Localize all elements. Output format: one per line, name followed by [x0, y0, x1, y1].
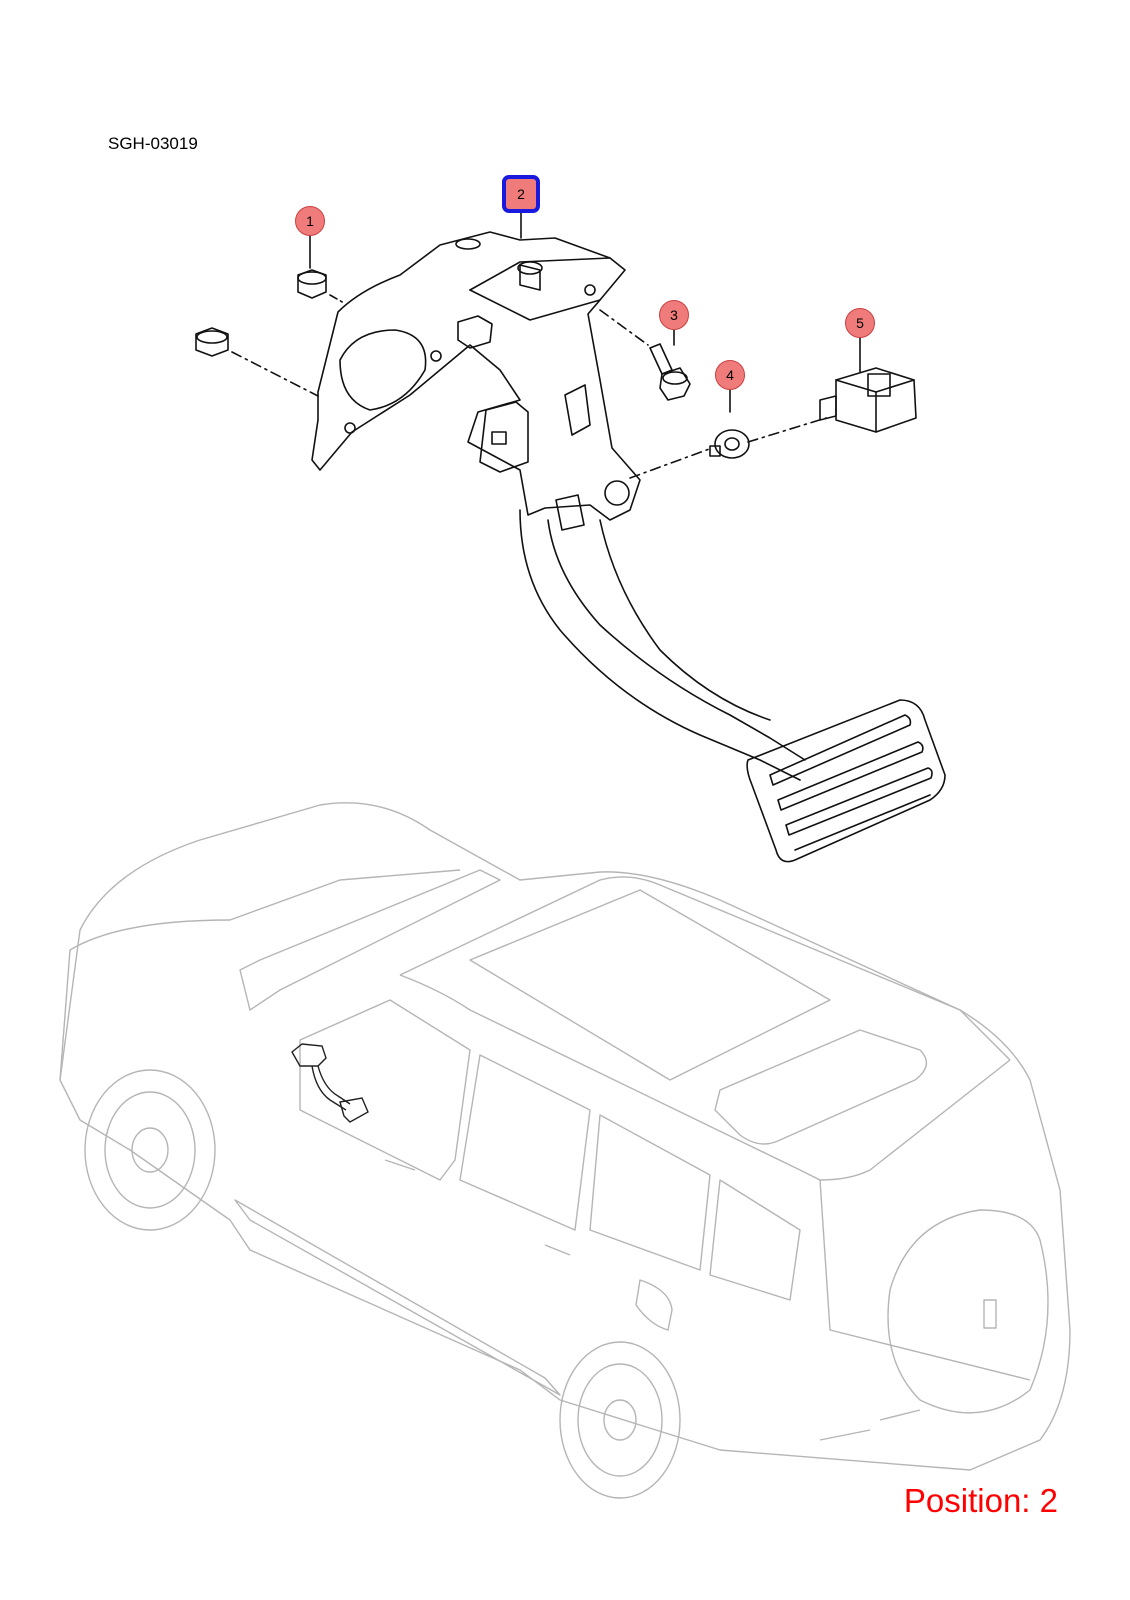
callout-5[interactable]: 5 — [845, 308, 875, 338]
part-3-bolt — [649, 343, 691, 401]
nut-secondary — [195, 327, 229, 357]
callout-4[interactable]: 4 — [715, 360, 745, 390]
part-1-nut — [297, 269, 327, 299]
part-5-switch — [819, 367, 917, 433]
callout-1[interactable]: 1 — [295, 206, 325, 236]
callout-3[interactable]: 3 — [659, 300, 689, 330]
diagram-id: SGH-03019 — [108, 134, 198, 153]
pedal-pad — [746, 699, 946, 863]
vehicle-outline — [59, 802, 1071, 1499]
callout-2[interactable]: 2 — [502, 175, 540, 213]
position-label: Position: 2 — [903, 1482, 1058, 1519]
part-4-clip — [709, 429, 750, 459]
vehicle-pedal-location — [291, 1043, 369, 1123]
